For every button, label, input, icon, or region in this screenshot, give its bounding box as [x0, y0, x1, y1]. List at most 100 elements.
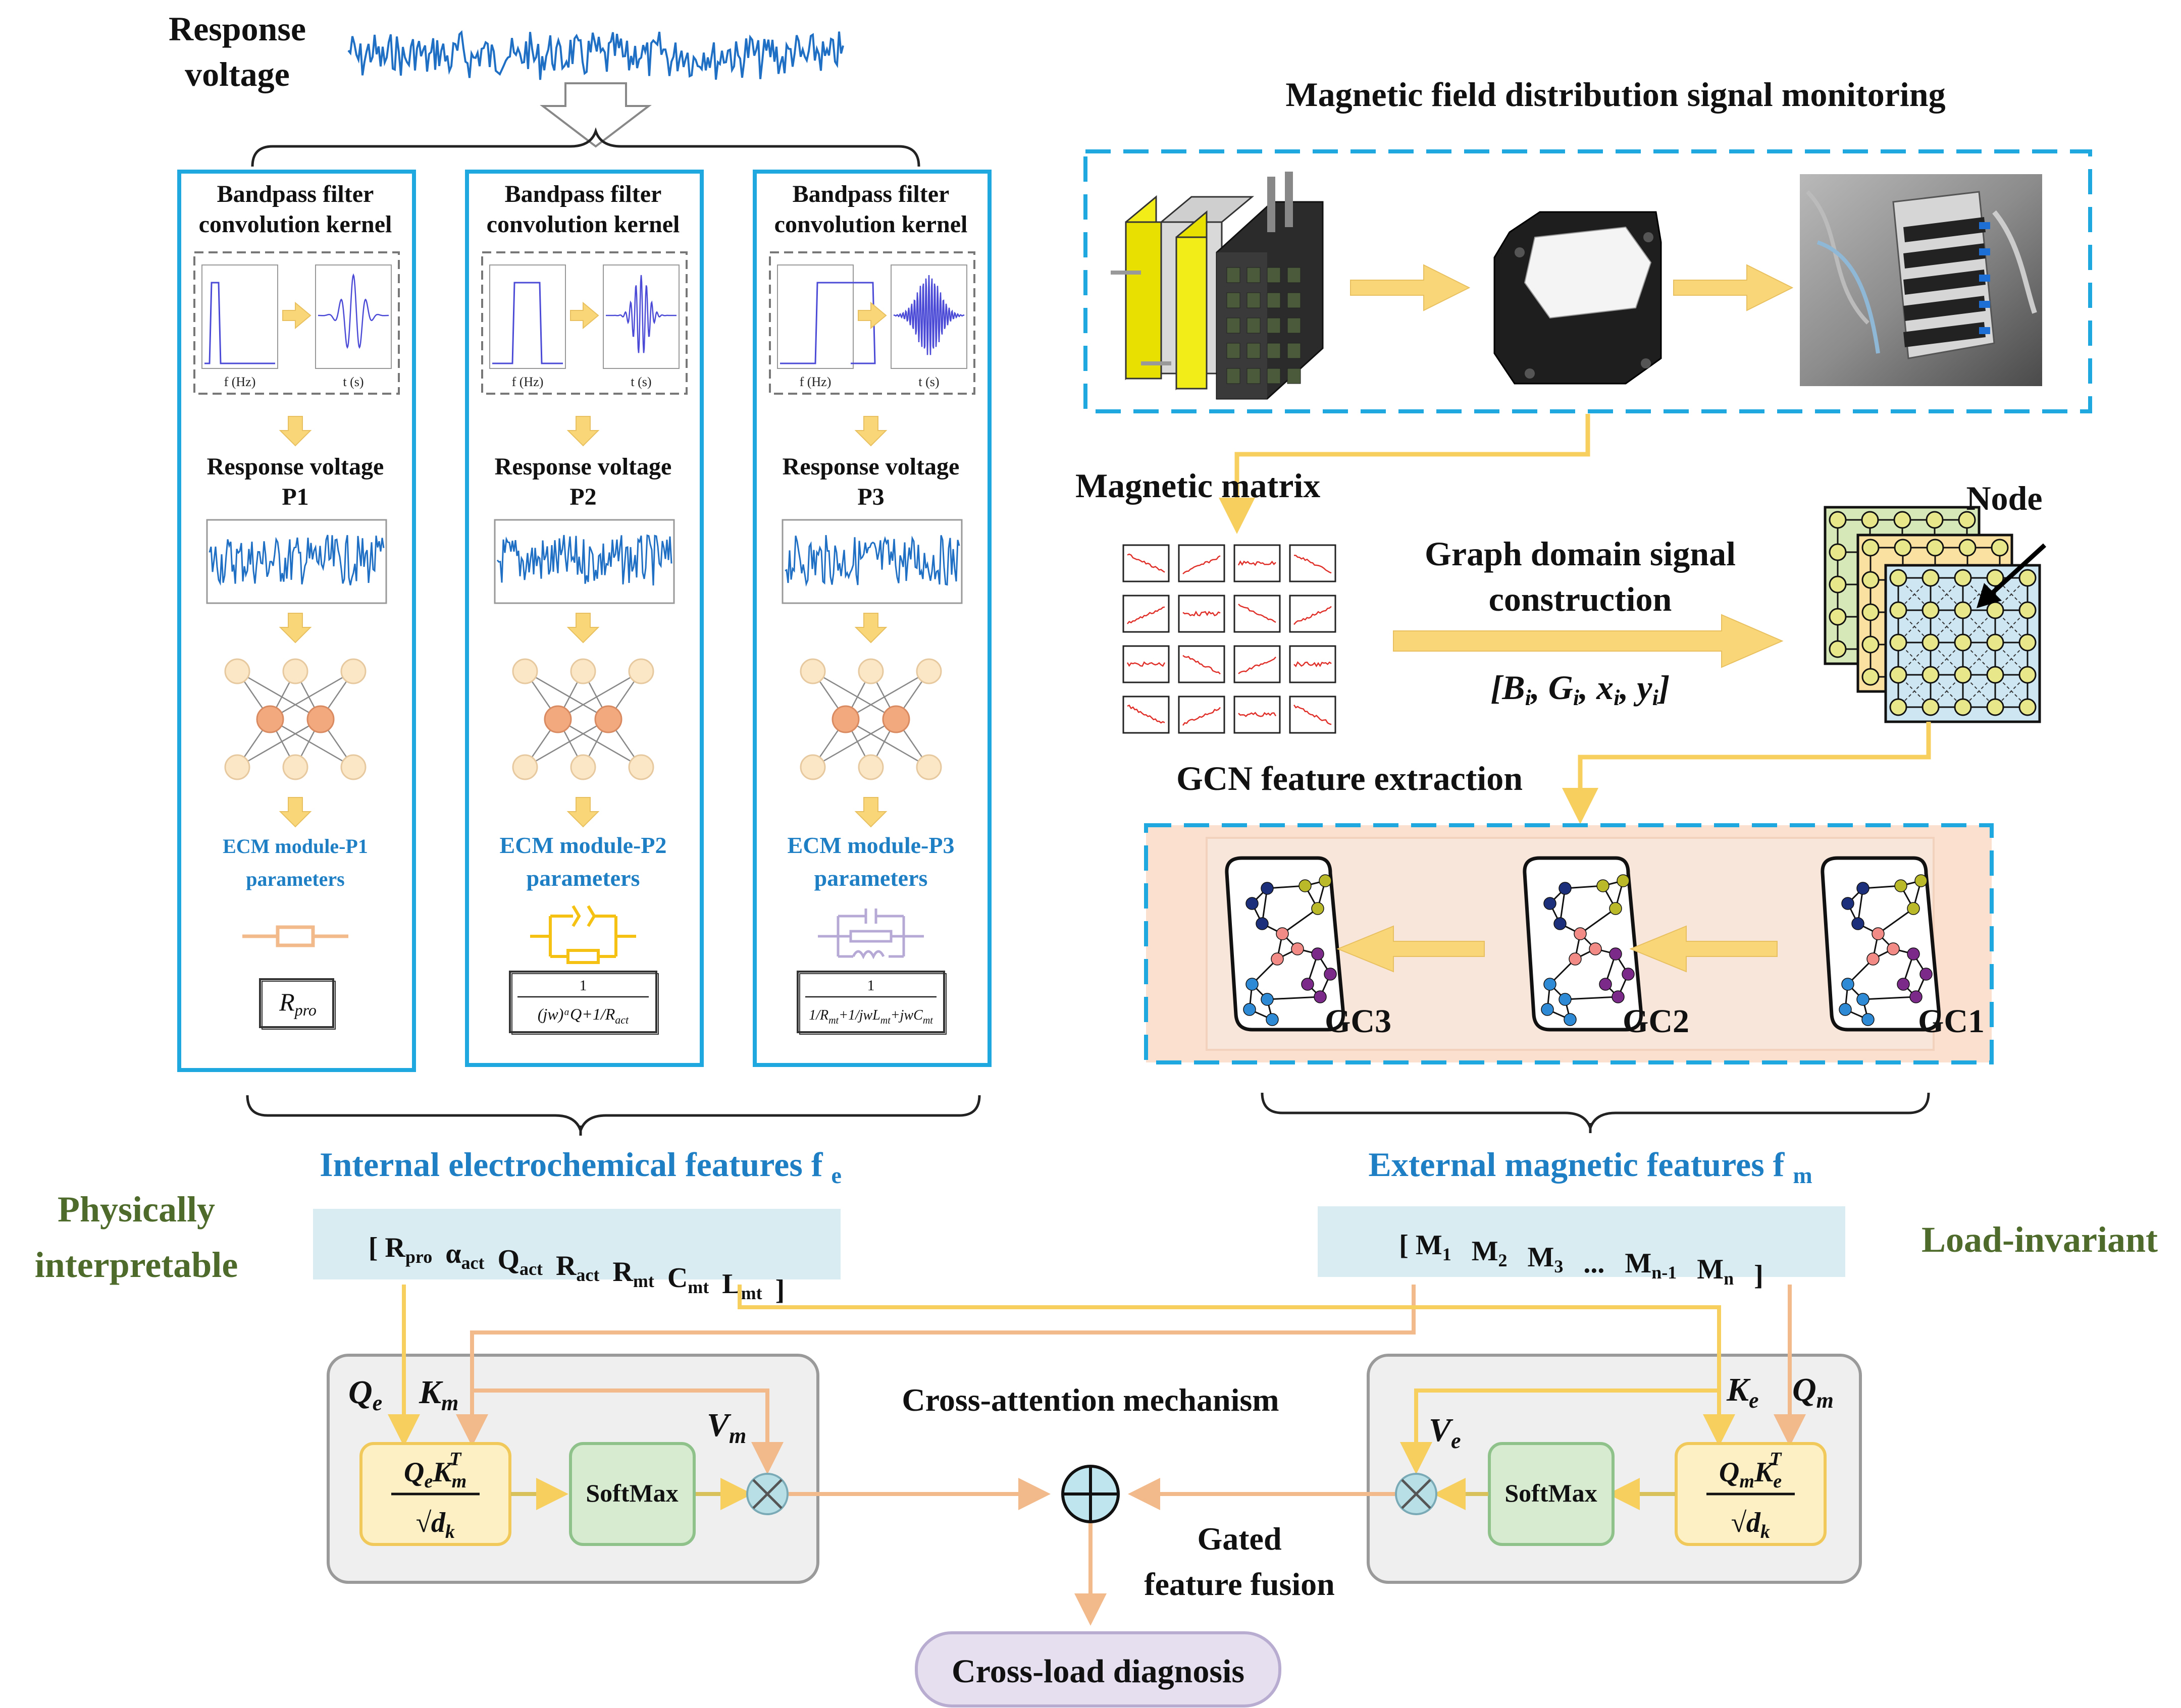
vector-item: α: [445, 1238, 461, 1269]
nn-node: [858, 658, 884, 684]
nn-hidden-node: [544, 705, 572, 733]
gcn-bottom-brace: [1261, 1092, 1930, 1132]
stack-sensor-cell: [1247, 292, 1261, 308]
kernel-label-line2: convolution kernel: [774, 211, 968, 238]
freq-passband: [492, 282, 563, 364]
graph-node: [1861, 635, 1880, 654]
graph-node: [1829, 640, 1847, 658]
gc-node: [1543, 897, 1556, 910]
formula-sub: pro: [294, 1001, 317, 1019]
graph-layers: [1824, 506, 2041, 723]
stack-sensor-cell: [1267, 267, 1281, 283]
graph-node: [1829, 575, 1847, 594]
qm-sub: m: [1816, 1388, 1834, 1413]
gc-card-2: GC2: [1523, 856, 1689, 1040]
left-softmax-text: SoftMax: [586, 1479, 678, 1507]
graph-node: [1958, 511, 1976, 529]
down-arrow-1: [854, 416, 888, 447]
nn-edge: [270, 718, 354, 768]
left-softmax-box: [569, 1442, 696, 1546]
graph-node: [2018, 698, 2037, 716]
ve-sub: e: [1451, 1428, 1461, 1453]
gc-node: [1907, 902, 1920, 915]
nn-node: [916, 754, 942, 780]
stack-sensor-cell: [1226, 343, 1240, 359]
matrix-cell: [1289, 544, 1336, 582]
gc-node: [1301, 978, 1314, 991]
gc-node: [1314, 990, 1327, 1003]
graph-construction-line2: construction: [1489, 580, 1672, 618]
kernel-label-line2: convolution kernel: [199, 211, 392, 238]
gcn-connector: [1562, 722, 1931, 824]
nn-node: [282, 754, 308, 780]
right-softmax-text: SoftMax: [1504, 1479, 1597, 1507]
nn-node: [916, 658, 942, 684]
ecm-label-line1: ECM module-P3: [788, 832, 955, 858]
gcn-arrow-1: [1629, 925, 1778, 973]
vector-item: M: [1697, 1254, 1724, 1285]
kernel-label-line1: Bandpass filter: [217, 181, 374, 207]
nn-node: [340, 658, 367, 684]
nn-node: [800, 754, 826, 780]
formula-sub: mt: [880, 1015, 891, 1026]
gc-node: [1841, 978, 1854, 991]
rlc-resistor: [849, 930, 893, 943]
internal-features-title: Internal electrochemical features f e: [320, 1145, 842, 1188]
freq-axis-label: f (Hz): [224, 375, 256, 389]
stack-sensor-cell: [1226, 368, 1240, 384]
gc-node: [1559, 882, 1572, 895]
nn-edge: [845, 718, 929, 768]
matrix-cell-curve: [1293, 704, 1332, 725]
freq-passband: [204, 282, 275, 364]
vm-label: Vm: [707, 1407, 746, 1448]
matrix-cell-curve: [1182, 655, 1221, 675]
gc-node: [1856, 882, 1870, 895]
graph-node: [1986, 633, 2004, 652]
graph-node: [1889, 569, 1907, 587]
gc-node: [1861, 1013, 1875, 1026]
freq-plot: [201, 264, 278, 369]
vector-item: R: [556, 1250, 577, 1282]
time-axis-label: t (s): [918, 375, 939, 389]
gc-node: [1261, 882, 1274, 895]
graph-node: [1889, 601, 1907, 619]
graph-node: [1986, 698, 2004, 716]
down-arrow-3: [854, 797, 888, 828]
gc-edge: [1565, 996, 1619, 1000]
fusion-line2: feature fusion: [1144, 1566, 1334, 1602]
left-multiply-x2: [752, 1479, 783, 1509]
time-axis-label: t (s): [343, 375, 364, 389]
graph-node: [1893, 511, 1911, 529]
external-features-sub: m: [1793, 1162, 1812, 1188]
gc-node: [1894, 879, 1907, 892]
external-features-text: External magnetic features f: [1368, 1145, 1785, 1184]
graph-node: [1861, 571, 1880, 589]
qe-sub: e: [373, 1391, 383, 1415]
formula-denominator: (jw)ᵅQ+1/Ract: [538, 1005, 629, 1026]
kernel-arrow: [858, 301, 887, 330]
down-arrow-1: [566, 416, 600, 447]
matrix-cell: [1233, 645, 1281, 683]
gc-node: [1887, 942, 1900, 955]
stack-sensor-cell: [1226, 267, 1240, 283]
nn-edge: [525, 670, 609, 720]
stack-sensor-cell: [1287, 368, 1301, 384]
gc-node: [1553, 917, 1567, 930]
photo-sensor-bar: [1903, 296, 1986, 321]
gc-node: [1271, 952, 1284, 966]
vector-item-sub: n: [1724, 1268, 1734, 1289]
graph-node: [1926, 511, 1944, 529]
internal-features-text: Internal electrochemical features f: [320, 1145, 823, 1184]
graph-node: [1889, 633, 1907, 652]
top-signal-label-line1: Response: [169, 10, 306, 48]
down-arrow-1: [279, 416, 312, 447]
rlc-circuit-icon: [818, 909, 924, 958]
nn-node: [224, 754, 250, 780]
gc-node: [1856, 993, 1870, 1006]
gc-node: [1589, 942, 1602, 955]
right-multiply-x2: [1401, 1479, 1431, 1509]
kernel-label-line1: Bandpass filter: [505, 181, 662, 207]
graph-node: [1991, 539, 2009, 557]
